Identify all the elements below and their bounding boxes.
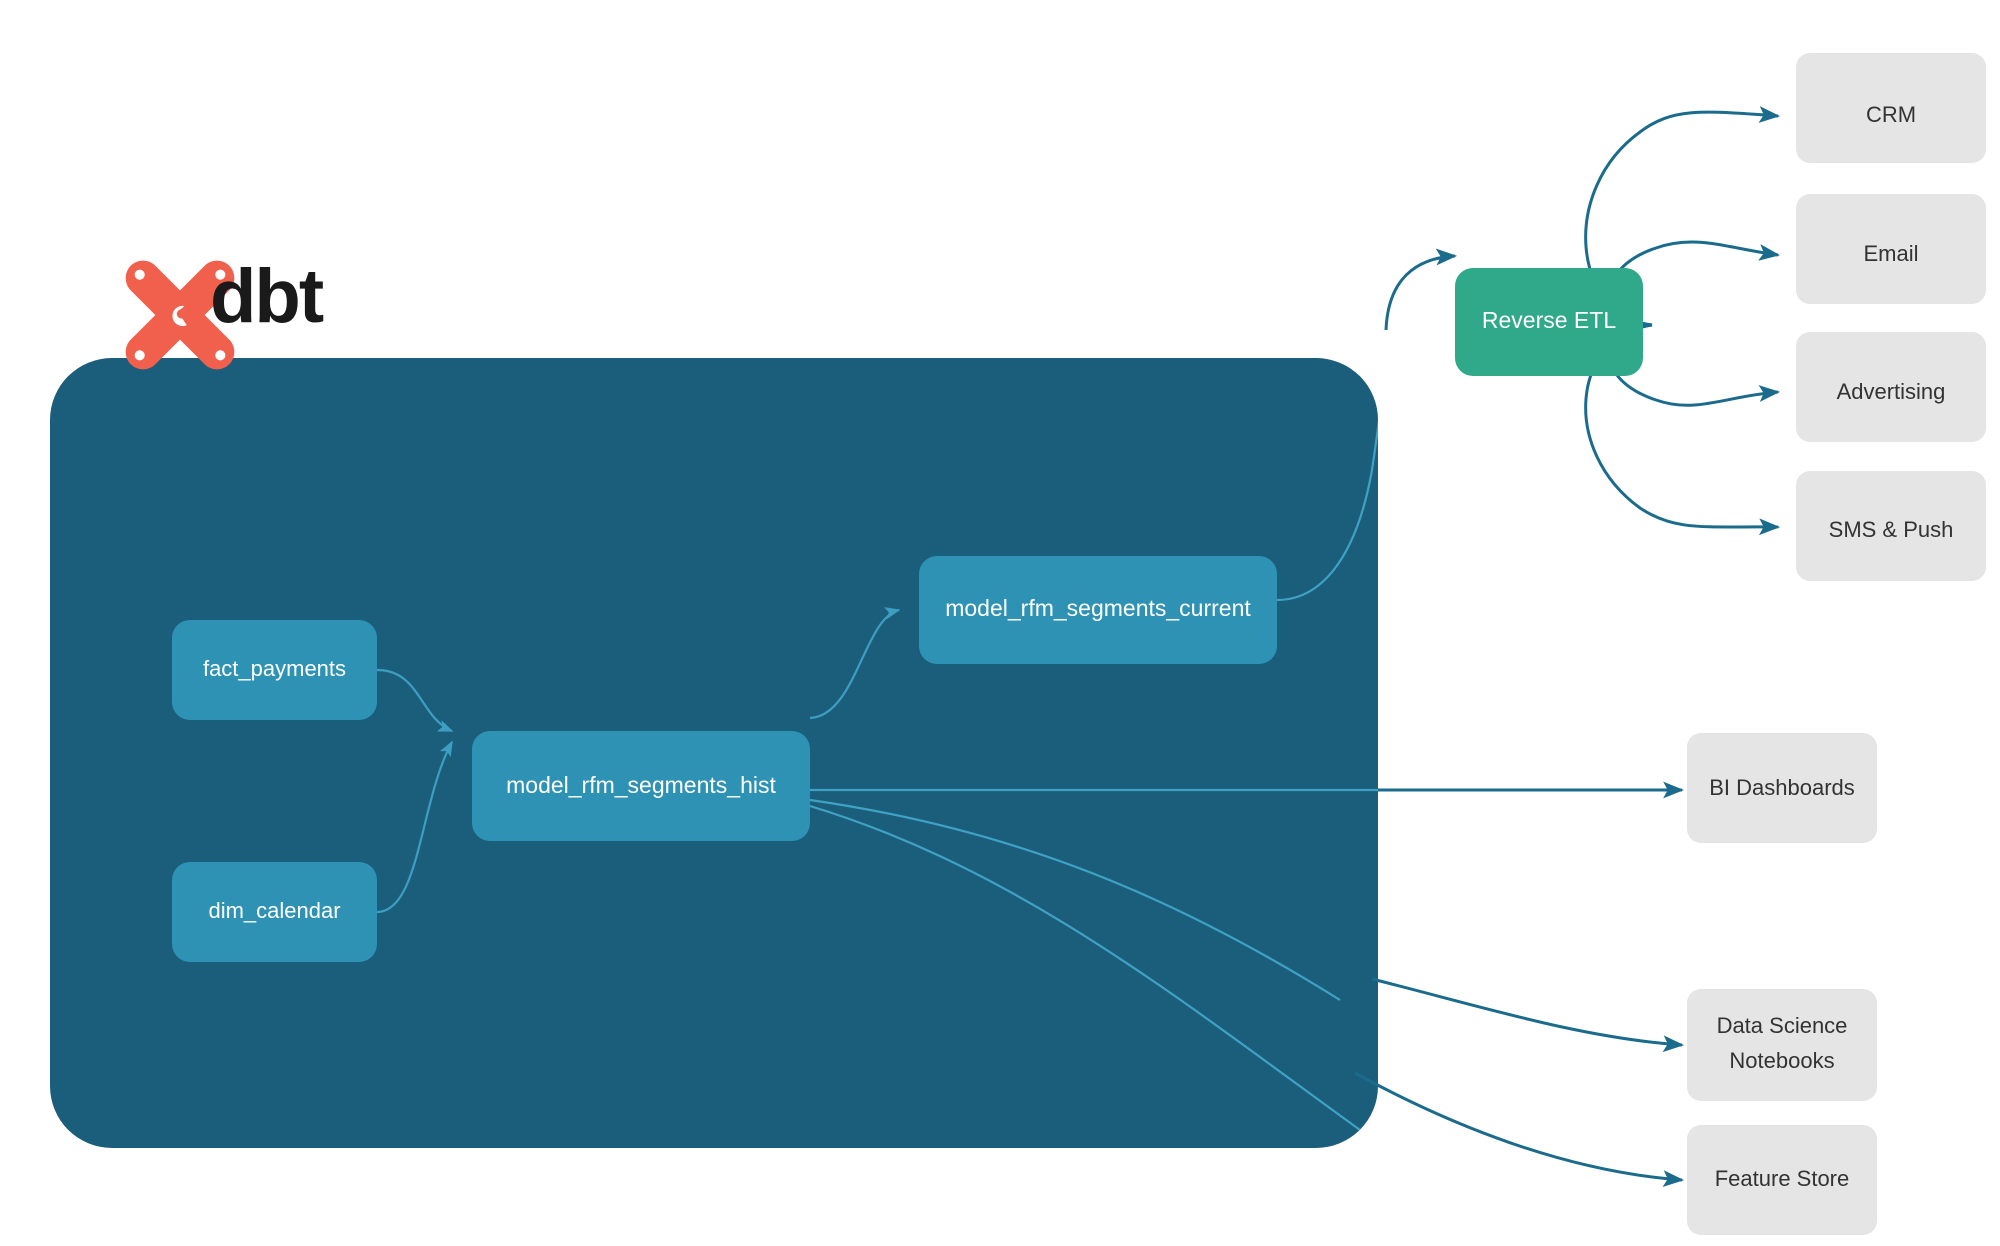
- node-crm-label: CRM: [1866, 102, 1916, 127]
- node-feature-store[interactable]: Feature Store: [1687, 1125, 1877, 1235]
- edge-warehouse-to-reverse-etl: [1384, 248, 1458, 331]
- edge-to-data-science-notebooks: [1371, 977, 1685, 1053]
- destination-nodes: CRM Email Advertising SMS & Push BI Dash…: [1687, 53, 1986, 1235]
- dbt-wordmark: dbt: [210, 254, 324, 339]
- node-model-rfm-segments-current[interactable]: model_rfm_segments_current: [919, 556, 1277, 664]
- node-bi-dashboards[interactable]: BI Dashboards: [1687, 733, 1877, 843]
- node-bi-dashboards-label: BI Dashboards: [1709, 775, 1855, 800]
- inner-edge-tails: [809, 358, 1378, 1131]
- edge-hist-to-current: [809, 607, 901, 720]
- node-crm[interactable]: CRM: [1796, 53, 1986, 163]
- node-sms-push-label: SMS & Push: [1829, 517, 1954, 542]
- edge-hist-ds-tail: [809, 798, 1341, 1001]
- node-data-science-notebooks[interactable]: Data Science Notebooks: [1687, 989, 1877, 1101]
- node-model-rfm-segments-current-label: model_rfm_segments_current: [945, 595, 1251, 621]
- node-email[interactable]: Email: [1796, 194, 1986, 304]
- node-data-science-notebooks-label-line2: Notebooks: [1729, 1048, 1834, 1073]
- node-data-science-notebooks-label-line1: Data Science: [1717, 1013, 1848, 1038]
- node-sms-push[interactable]: SMS & Push: [1796, 471, 1986, 581]
- inner-edges: [376, 607, 901, 914]
- edge-fact-payments-to-hist: [376, 668, 454, 733]
- node-fact-payments-label: fact_payments: [203, 656, 346, 681]
- node-fact-payments[interactable]: fact_payments: [172, 620, 377, 720]
- node-dim-calendar[interactable]: dim_calendar: [172, 862, 377, 962]
- edge-hist-fs-tail: [809, 804, 1361, 1131]
- edge-to-feature-store: [1354, 1071, 1685, 1188]
- node-model-rfm-segments-hist[interactable]: model_rfm_segments_hist: [472, 731, 810, 841]
- dbt-brand: dbt: [125, 254, 326, 370]
- node-email-label: Email: [1863, 241, 1918, 266]
- node-advertising-label: Advertising: [1837, 379, 1946, 404]
- dbt-logo-icon: [125, 260, 235, 370]
- edge-dim-calendar-to-hist: [376, 740, 453, 914]
- warehouse-nodes: fact_payments dim_calendar model_rfm_seg…: [172, 556, 1277, 962]
- node-dim-calendar-label: dim_calendar: [208, 898, 340, 923]
- node-reverse-etl-label: Reverse ETL: [1482, 307, 1616, 333]
- node-advertising[interactable]: Advertising: [1796, 332, 1986, 442]
- node-feature-store-label: Feature Store: [1715, 1166, 1850, 1191]
- node-reverse-etl[interactable]: Reverse ETL: [1455, 268, 1643, 376]
- edge-current-tail: [1276, 358, 1378, 602]
- node-model-rfm-segments-hist-label: model_rfm_segments_hist: [506, 772, 776, 798]
